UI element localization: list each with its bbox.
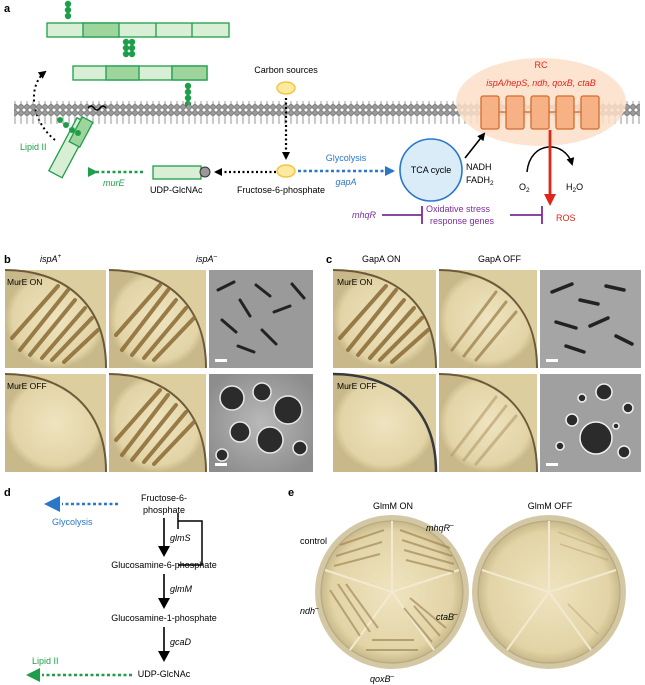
o2-label: O2: [519, 182, 530, 194]
d-glycolysis-arrowhead: [44, 496, 60, 512]
f6p-molecule: [276, 164, 296, 178]
rc-genes: ispA/hepS, ndh, qoxB, ctaB: [486, 78, 596, 88]
fadh-label: FADH2: [466, 175, 494, 187]
e-control-label: control: [300, 536, 327, 546]
d-glmm-arrowhead: [158, 598, 170, 609]
o2-h2o-arrow: [526, 146, 575, 173]
panel-d: d Fructose-6- phosphate Glycolysis glmS …: [4, 487, 217, 682]
peptidoglycan-top-strand: [46, 0, 230, 58]
mure-off-label-c: MurE OFF: [337, 381, 377, 391]
e-ctab-label: ctaB–: [436, 611, 458, 622]
f6p-label: Fructose-6-phosphate: [237, 185, 325, 195]
lipid-ii-label: Lipid II: [20, 142, 47, 152]
panel-b: b ispA+ ispA–: [4, 253, 313, 473]
micrograph-c-on: [540, 270, 641, 368]
glycolysis-label: Glycolysis: [326, 153, 367, 163]
mure-off-label-b: MurE OFF: [7, 381, 47, 391]
plate-c-on-on: [332, 269, 437, 369]
plate-b-off-plus: [4, 373, 107, 473]
panel-d-letter: d: [4, 487, 11, 499]
plate-c-off-on: [438, 269, 538, 369]
plate-glmm-on: [315, 515, 469, 669]
d-udp-label: UDP-GlcNAc: [138, 669, 191, 679]
micrograph-b-off: [209, 374, 313, 472]
plate-b-off-minus: [108, 373, 207, 473]
panel-a: a RC ispA/hep: [4, 0, 640, 226]
plate-b-on-minus: [108, 269, 207, 369]
plate-b-on-plus: [4, 269, 107, 369]
micrograph-c-off: [540, 374, 641, 472]
gapa-label: gapA: [335, 177, 356, 187]
d-g1p-label: Glucosamine-1-phosphate: [111, 613, 217, 623]
oxidative-stress-line2: response genes: [430, 216, 495, 226]
gapa-on-header: GapA ON: [362, 254, 401, 264]
ispa-plus-header: ispA+: [40, 253, 62, 264]
plate-c-on-off: [332, 372, 438, 473]
carbon-sources-label: Carbon sources: [254, 65, 318, 75]
d-lipid2-arrowhead: [26, 668, 40, 682]
plate-glmm-off: [472, 515, 626, 669]
d-glmm-label: glmM: [170, 584, 193, 594]
panel-e: e GlmM ON GlmM OFF: [288, 487, 626, 684]
micrograph-b-on: [209, 270, 313, 368]
plate-c-off-off: [438, 373, 538, 473]
tca-cycle-label: TCA cycle: [411, 165, 452, 175]
panel-e-letter: e: [288, 487, 294, 499]
rc-label: RC: [535, 60, 548, 70]
e-ndh-label: ndh–: [300, 605, 319, 616]
d-gcad-label: gcaD: [170, 637, 192, 647]
e-qoxb-label: qoxB–: [370, 673, 395, 684]
mhqr-label: mhqR: [352, 210, 377, 220]
panel-c: c GapA ON GapA OFF: [326, 254, 641, 473]
ispa-minus-header: ispA–: [196, 253, 218, 264]
gapa-off-header: GapA OFF: [478, 254, 522, 264]
peptidoglycan-bottom-strand: [72, 65, 208, 108]
d-gcad-arrowhead: [158, 651, 170, 662]
ros-label: ROS: [556, 213, 576, 223]
d-g6p-label: Glucosamine-6-phosphate: [111, 560, 217, 570]
panel-c-letter: c: [326, 254, 332, 266]
nadh-arrow: [464, 132, 486, 159]
d-f6p-line2: phosphate: [143, 505, 185, 515]
respiratory-chain-complexes: [480, 95, 600, 130]
mure-on-label-c: MurE ON: [337, 277, 372, 287]
glmm-on-header: GlmM ON: [373, 501, 413, 511]
carbon-source-molecule: [276, 81, 296, 95]
d-glms-label: glmS: [170, 533, 191, 543]
h2o-label: H2O: [566, 182, 583, 194]
tca-cycle-circle: [399, 138, 463, 202]
oxidative-stress-line1: Oxidative stress: [426, 204, 491, 214]
panel-a-letter: a: [4, 3, 11, 15]
d-f6p-line1: Fructose-6-: [141, 493, 187, 503]
d-glycolysis-label: Glycolysis: [52, 517, 93, 527]
d-feedback-inhibition: [178, 520, 203, 566]
panel-b-letter: b: [4, 254, 11, 266]
mure-label: murE: [103, 178, 125, 188]
nadh-label: NADH: [466, 162, 492, 172]
d-lipid2-label: Lipid II: [32, 656, 59, 666]
lipid-ii-molecule: [47, 105, 107, 179]
udp-phosphate: [199, 166, 211, 178]
mure-on-label-b: MurE ON: [7, 277, 42, 287]
d-glms-arrowhead: [158, 546, 170, 557]
udp-glcnac-label: UDP-GlcNAc: [150, 185, 203, 195]
e-mhqr-label: mhqR–: [426, 522, 454, 533]
flip-arrow: [32, 70, 56, 141]
udp-glcnac-block: [152, 165, 202, 180]
glmm-off-header: GlmM OFF: [528, 501, 573, 511]
